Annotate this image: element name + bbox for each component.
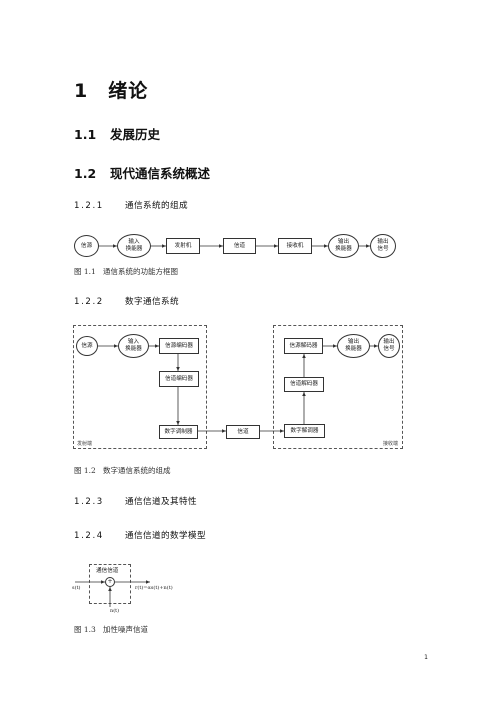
source-decoder-block: 信源解码器: [284, 338, 323, 354]
caption-number: 图 1.1: [74, 267, 96, 276]
section-heading-1-2: 1.2 现代通信系统概述: [74, 163, 210, 182]
receiver-zone-label: 接收端: [383, 441, 399, 447]
block-label: 输入 换能器: [125, 339, 142, 352]
channel-block: 信道: [223, 238, 256, 254]
caption-text: 加性噪声信道: [103, 625, 148, 634]
block-label: 输出 换能器: [335, 239, 352, 252]
channel-box-label: 通信信道: [96, 568, 119, 574]
figure-1-1-caption: 图 1.1 通信系统的功能方框图: [74, 266, 178, 277]
input-signal-label: s(t): [72, 585, 81, 591]
channel-decoder-block: 信道解码器: [284, 377, 324, 392]
caption-text: 数字通信系统的组成: [103, 466, 171, 475]
source-encoder-block: 信源编码器: [159, 338, 199, 354]
adder-symbol: +: [105, 577, 115, 587]
subsection-heading-1-2-1: 1.2.1 通信系统的组成: [74, 199, 188, 211]
block-label: 输出 信号: [377, 239, 389, 252]
block-label: 输出 信号: [383, 339, 395, 352]
noise-label: n(t): [110, 608, 120, 614]
subsection-number: 1.2.4: [74, 531, 104, 541]
source-block: 信源: [74, 235, 99, 257]
section-heading-1-1: 1.1 发展历史: [74, 124, 160, 143]
transmitter-block: 发射机: [166, 238, 200, 254]
transmitter-zone-label: 发射端: [77, 441, 93, 447]
chapter-heading: 1 绪论: [74, 76, 148, 103]
tx-input-transducer-block: 输入 换能器: [118, 334, 149, 358]
input-transducer-block: 输入 换能器: [117, 234, 151, 258]
subsection-number: 1.2.1: [74, 201, 104, 211]
subsection-heading-1-2-3: 1.2.3 通信信道及其特性: [74, 495, 197, 507]
block-label: 输入 换能器: [125, 239, 143, 252]
section-number: 1.1: [74, 127, 97, 142]
output-signal-block: 输出 信号: [370, 234, 396, 258]
section-number: 1.2: [74, 166, 97, 181]
subsection-number: 1.2.2: [74, 297, 104, 307]
output-transducer-block: 输出 换能器: [328, 234, 359, 258]
chapter-title: 绪论: [108, 80, 149, 102]
subsection-title: 数字通信系统: [125, 297, 179, 307]
output-signal-label: r(t)=αs(t)+n(t): [135, 585, 173, 591]
caption-text: 通信系统的功能方框图: [103, 267, 178, 276]
rx-output-signal-block: 输出 信号: [378, 334, 400, 358]
tx-source-block: 信源: [76, 336, 98, 356]
rx-output-transducer-block: 输出 换能器: [337, 334, 370, 358]
demodulator-block: 数字解调器: [284, 424, 325, 438]
page-number: 1: [424, 654, 428, 661]
digital-channel-block: 信道: [226, 425, 260, 439]
channel-encoder-block: 信道编码器: [159, 371, 199, 387]
receiver-block: 接收机: [278, 238, 312, 254]
chapter-number: 1: [74, 80, 89, 102]
subsection-heading-1-2-4: 1.2.4 通信信道的数学模型: [74, 529, 206, 541]
section-title: 发展历史: [110, 127, 161, 142]
transmitter-zone: [73, 325, 207, 449]
subsection-heading-1-2-2: 1.2.2 数字通信系统: [74, 295, 179, 307]
subsection-number: 1.2.3: [74, 497, 104, 507]
receiver-zone: [273, 325, 403, 449]
figure-1-3-caption: 图 1.3 加性噪声信道: [74, 624, 148, 635]
figure-1-2-caption: 图 1.2 数字通信系统的组成: [74, 465, 171, 476]
subsection-title: 通信系统的组成: [125, 201, 188, 211]
caption-number: 图 1.2: [74, 466, 96, 475]
block-label: 输出 换能器: [345, 339, 362, 352]
modulator-block: 数字调制器: [159, 425, 198, 439]
subsection-title: 通信信道的数学模型: [125, 531, 206, 541]
caption-number: 图 1.3: [74, 625, 96, 634]
subsection-title: 通信信道及其特性: [125, 497, 197, 507]
section-title: 现代通信系统概述: [110, 166, 211, 181]
